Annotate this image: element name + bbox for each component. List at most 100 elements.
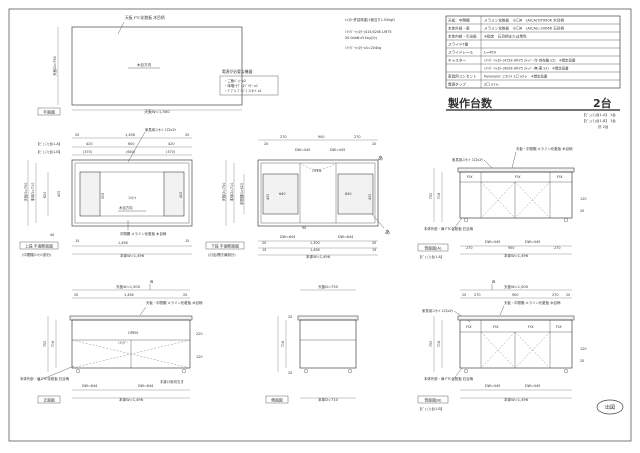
spec-key: スライドレール [448,50,474,55]
issue-stamp: 出図 [596,399,624,415]
dim-text: 640 [345,192,351,196]
top-plan-label: 平面図 [43,110,55,115]
back-view-a: 家具用ｺﾝｾﾝﾄ 1口x2ｹ 天板・中間棚 メラミン化粧板 木目柄 FIX FI… [417,146,586,259]
sheet-border [8,8,632,442]
dim-text: 716 [51,341,55,347]
dim-text: 120 [580,197,586,201]
fix-label: FIX [493,325,499,329]
dim-text: 600 [128,142,134,146]
material-note: 天板・中間棚 メラミン化粧板 木目柄 [146,300,203,305]
dim-text: 天板D=750 [23,183,28,202]
open-label: OPEN [128,331,138,335]
lower-plan-sub: (引出/開き扉部分) [208,252,236,257]
section-tag: a [150,279,153,285]
spec-value: ｼﾘﾝﾀﾞｰｷｬｽﾀｰ(420E-UR75 ｽﾄｯﾊﾟｰ無-車 x2) ※想定品… [484,66,569,71]
dim-text: 15 [75,239,79,243]
back-a-tag: 【ﾋﾞｭｯﾌｪ台1-A】 [418,254,444,259]
fix-label: FIX [467,175,473,179]
shelf-note: 中間棚 メラミン化粧板 木目柄 [120,231,167,236]
dim-text: 1,300 [310,241,320,245]
spec-key: キャスター [448,58,466,63]
dim-text: 750 [429,341,433,347]
section-tag: あ [378,156,383,162]
dim-text: 20 [183,293,187,297]
back-b-top-width: 天板W=1,500 [504,284,529,289]
dim-text: 20 [288,315,292,319]
dim-text: 1,456 [310,248,320,252]
dim-text: 620 [43,192,47,198]
fix-label: FIX [528,325,534,329]
dim-text: 420 [168,142,174,146]
dim-text: 400 [266,194,270,200]
dim-text: 20 [264,142,268,146]
dim-text: 1,456 [124,293,134,297]
dim-text: 716 [437,341,441,347]
dim-text: 15 [262,248,266,252]
outlet-note: 家具用ｺﾝｾﾝﾄ 1口x2ｹ [145,127,176,132]
material-note: 天板・中間棚 メラミン化粧板 木目柄 [516,146,573,151]
dim-text: 20 [75,133,79,137]
lower-plan-label: 下段 平面断面図 [211,244,239,249]
lower-plan-section: 270 900 270 DW=445 DW=445 20 20 OPEN 640… [205,135,390,259]
top-plan-depth: 天板D=750 [52,55,57,76]
dim-text: (370) [166,150,176,154]
spec-key: 電源タップ [448,82,466,87]
dim-text: 640 [279,192,285,196]
dim-text: 20 [372,142,376,146]
dim-text: 270 [552,293,558,297]
front-view: a 天板W=1,500 20 1,456 20 天板・中間棚 メラミン化粧板 木… [20,279,203,404]
caster-note-line: ｼﾘﾝﾀﾞｰｷｬｽﾀｰ(415/420E-UR75 [345,29,392,34]
handle-note: 手掛け用切欠き [160,379,184,384]
door-width: DW=644 [82,384,97,388]
back-b-overall: 本体W=1,496 [504,397,529,402]
stamp-text: 出図 [605,404,615,411]
material-note: 本体外部・扉 FTC化粧板 石目柄 [424,226,474,231]
section-tag: a [492,279,495,285]
upper-plan-section: 【ﾋﾞｭｯﾌｪ台1-A】 【ﾋﾞｭｯﾌｪ台1-B】 1,456 20 20 42… [19,127,193,258]
door-width: DW=644 [338,235,353,239]
side-top-depth: 天板D=750 [318,284,339,289]
dim-text: 270 [554,246,560,250]
back-a-label: 背面図(A) [425,246,442,251]
door-width: DW=445 [485,240,500,244]
caster-note-line: 50.0daN≒51kg(1ｹ) [345,35,378,40]
dim-text: 天板D=750 [221,183,226,202]
dim-text: 20 [372,241,376,245]
dim-text: 220 [196,332,202,336]
door-width: DW=644 [280,235,295,239]
dim-text: 20 [74,293,78,297]
dim-text: 270 [474,293,480,297]
dim-text: 90 [302,226,306,230]
dim-text: 420 [86,142,92,146]
back-b-label: 背面図(B) [425,398,442,403]
fix-label: FIX [466,325,472,329]
dim-text: 20 [185,133,189,137]
spec-key: スライドT番 [448,42,469,47]
dim-text: (640) [126,150,136,154]
back-b-tag: 【ﾋﾞｭｯﾌｪ台1-B】 [418,406,444,411]
power-note: 電源が必要な機器 ・ご飯ﾊﾞｯﾄ x2 ・味噌汁ﾃﾞｨｽﾍﾟﾝｻｰ x1 ・ﾃﾞ… [219,69,279,96]
material-note: 本体外部・扉 FTC化粧板 石目柄 [424,376,474,381]
spec-value: Panasonic ﾕﾆｾﾚｸﾄ 1口 x2ヶ ※想定品番 [484,74,548,79]
upper-tag-a: 【ﾋﾞｭｯﾌｪ台1-A】 [36,141,62,146]
quantity-row: 計 2台 [598,124,609,129]
power-note-title: 電源が必要な機器 [222,69,253,74]
spec-value: 2口 x1ヶ [484,83,499,87]
power-note-item: ・ﾃﾞﾌﾞﾙ ｺﾞﾐﾊﾞｺ ｺﾝｾﾝﾄ x1 [224,88,262,93]
lower-overall-width: 本体W=1,496 [306,254,331,259]
spec-value: ※指定 石目柄または単色 [484,34,527,39]
fix-label: FIX [557,175,563,179]
outlet-label: ｺﾝｾﾝﾄ [128,195,137,200]
dim-text: 900 [318,135,324,139]
dim-text: 15 [372,248,376,252]
dim-text: 400 [368,194,372,200]
door-width: DW=644 [138,384,153,388]
dim-text: 120 [580,347,586,351]
dim-text: 15 [185,239,189,243]
fix-label: FIX [515,175,521,179]
upper-tag-b: 【ﾋﾞｭｯﾌｪ台1-B】 [36,149,62,154]
spec-key: 家具用コンセント [448,74,477,79]
quantity-row: 【ﾋﾞｭｯﾌｪ台1-B】 1台 [582,118,616,123]
top-plan-view: 天板 FTC化粧板 木目柄 木目方向 天板W=1,500 天板D=750 平面図 [37,15,243,116]
